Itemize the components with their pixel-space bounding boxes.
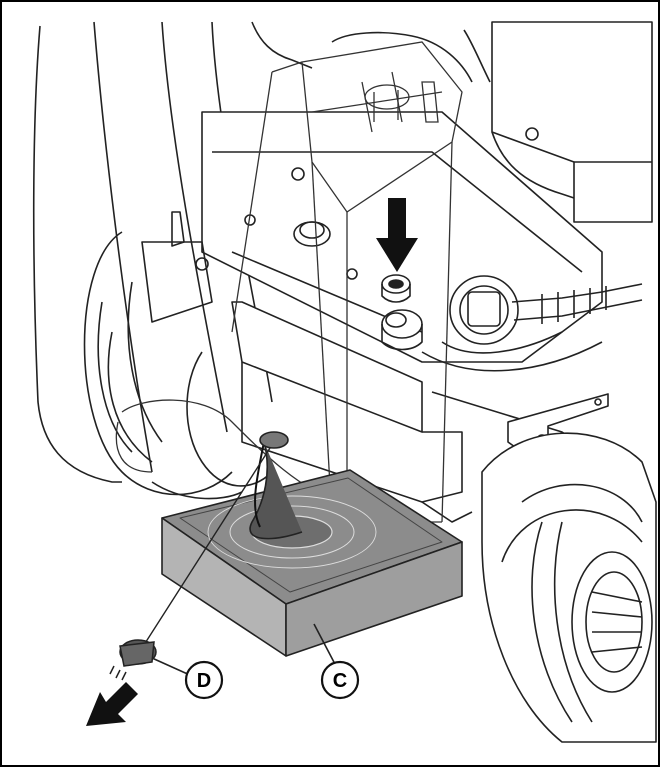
- drain-tray-side-face: [285, 541, 463, 657]
- callout-c: C: [313, 623, 360, 700]
- arrow-down-icon: [376, 198, 418, 272]
- arrow-out-icon: [86, 682, 138, 726]
- callout-c-label: C: [333, 670, 347, 692]
- callout-d: D: [151, 657, 224, 700]
- callout-d-label: D: [197, 670, 211, 692]
- drain-tray: [161, 469, 463, 657]
- drain-hose: [141, 431, 303, 649]
- hose-cap: [109, 639, 157, 681]
